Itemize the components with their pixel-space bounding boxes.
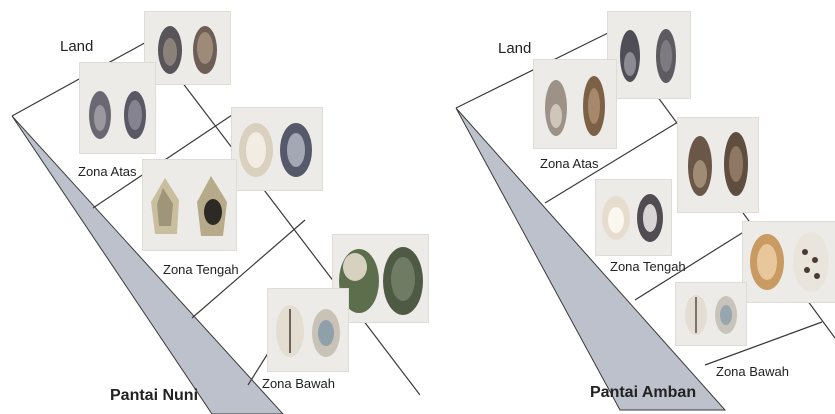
shell-photo-atas [534, 60, 616, 148]
zone-bawah-label: Zona Bawah [262, 376, 335, 391]
shell-photo-tengah-b [143, 160, 236, 250]
panel-title: Pantai Amban [590, 384, 696, 402]
shell-photo-tengah-a [678, 118, 758, 212]
panel-pantai-amban: Land Zona Atas Zona Tengah Zona Bawah Pa… [450, 0, 835, 414]
zone-tengah-label: Zona Tengah [163, 262, 239, 277]
panel-title: Pantai Nuni [110, 387, 198, 405]
shell-photo-bawah-b [268, 289, 348, 371]
shell-photo-bawah-a [743, 222, 835, 302]
land-label: Land [60, 38, 93, 55]
shell-photo-tengah-b [596, 180, 671, 255]
zone-atas-label: Zona Atas [540, 156, 599, 171]
shell-photo-land [608, 12, 690, 98]
zone-bawah-label: Zona Bawah [716, 364, 789, 379]
shell-photo-tengah-a [232, 108, 322, 190]
zone-atas-label: Zona Atas [78, 164, 137, 179]
zone-tengah-label: Zona Tengah [610, 259, 686, 274]
shell-photo-atas [80, 63, 155, 153]
land-label: Land [498, 40, 531, 57]
shell-photo-bawah-b [676, 283, 746, 345]
shell-photo-land [145, 12, 230, 84]
panel-pantai-nuni: Land Zona Atas Zona Tengah Zona Bawah Pa… [0, 0, 420, 414]
